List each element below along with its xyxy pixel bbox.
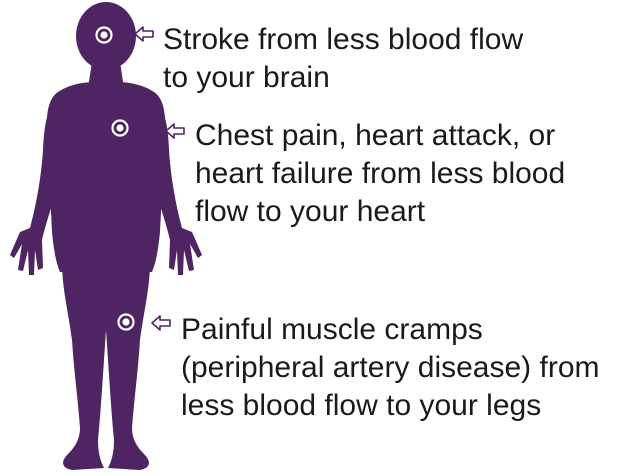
heart-callout: Chest pain, heart attack, or heart failu… (195, 117, 565, 231)
brain-callout: Stroke from less blood flow to your brai… (163, 21, 523, 97)
callout-line: less blood flow to your legs (181, 387, 600, 425)
arrow-left-outline-icon (164, 122, 186, 140)
callout-line: to your brain (163, 59, 523, 97)
callout-line: Stroke from less blood flow (163, 21, 523, 59)
callout-line: (peripheral artery disease) from (181, 349, 600, 387)
callout-line: heart failure from less blood (195, 155, 565, 193)
legs-callout: Painful muscle cramps (peripheral artery… (181, 311, 600, 425)
callout-line: Chest pain, heart attack, or (195, 117, 565, 155)
arrow-left-outline-icon (133, 25, 155, 43)
callout-line: Painful muscle cramps (181, 311, 600, 349)
callout-line: flow to your heart (195, 193, 565, 231)
arrow-left-outline-icon (150, 314, 172, 332)
